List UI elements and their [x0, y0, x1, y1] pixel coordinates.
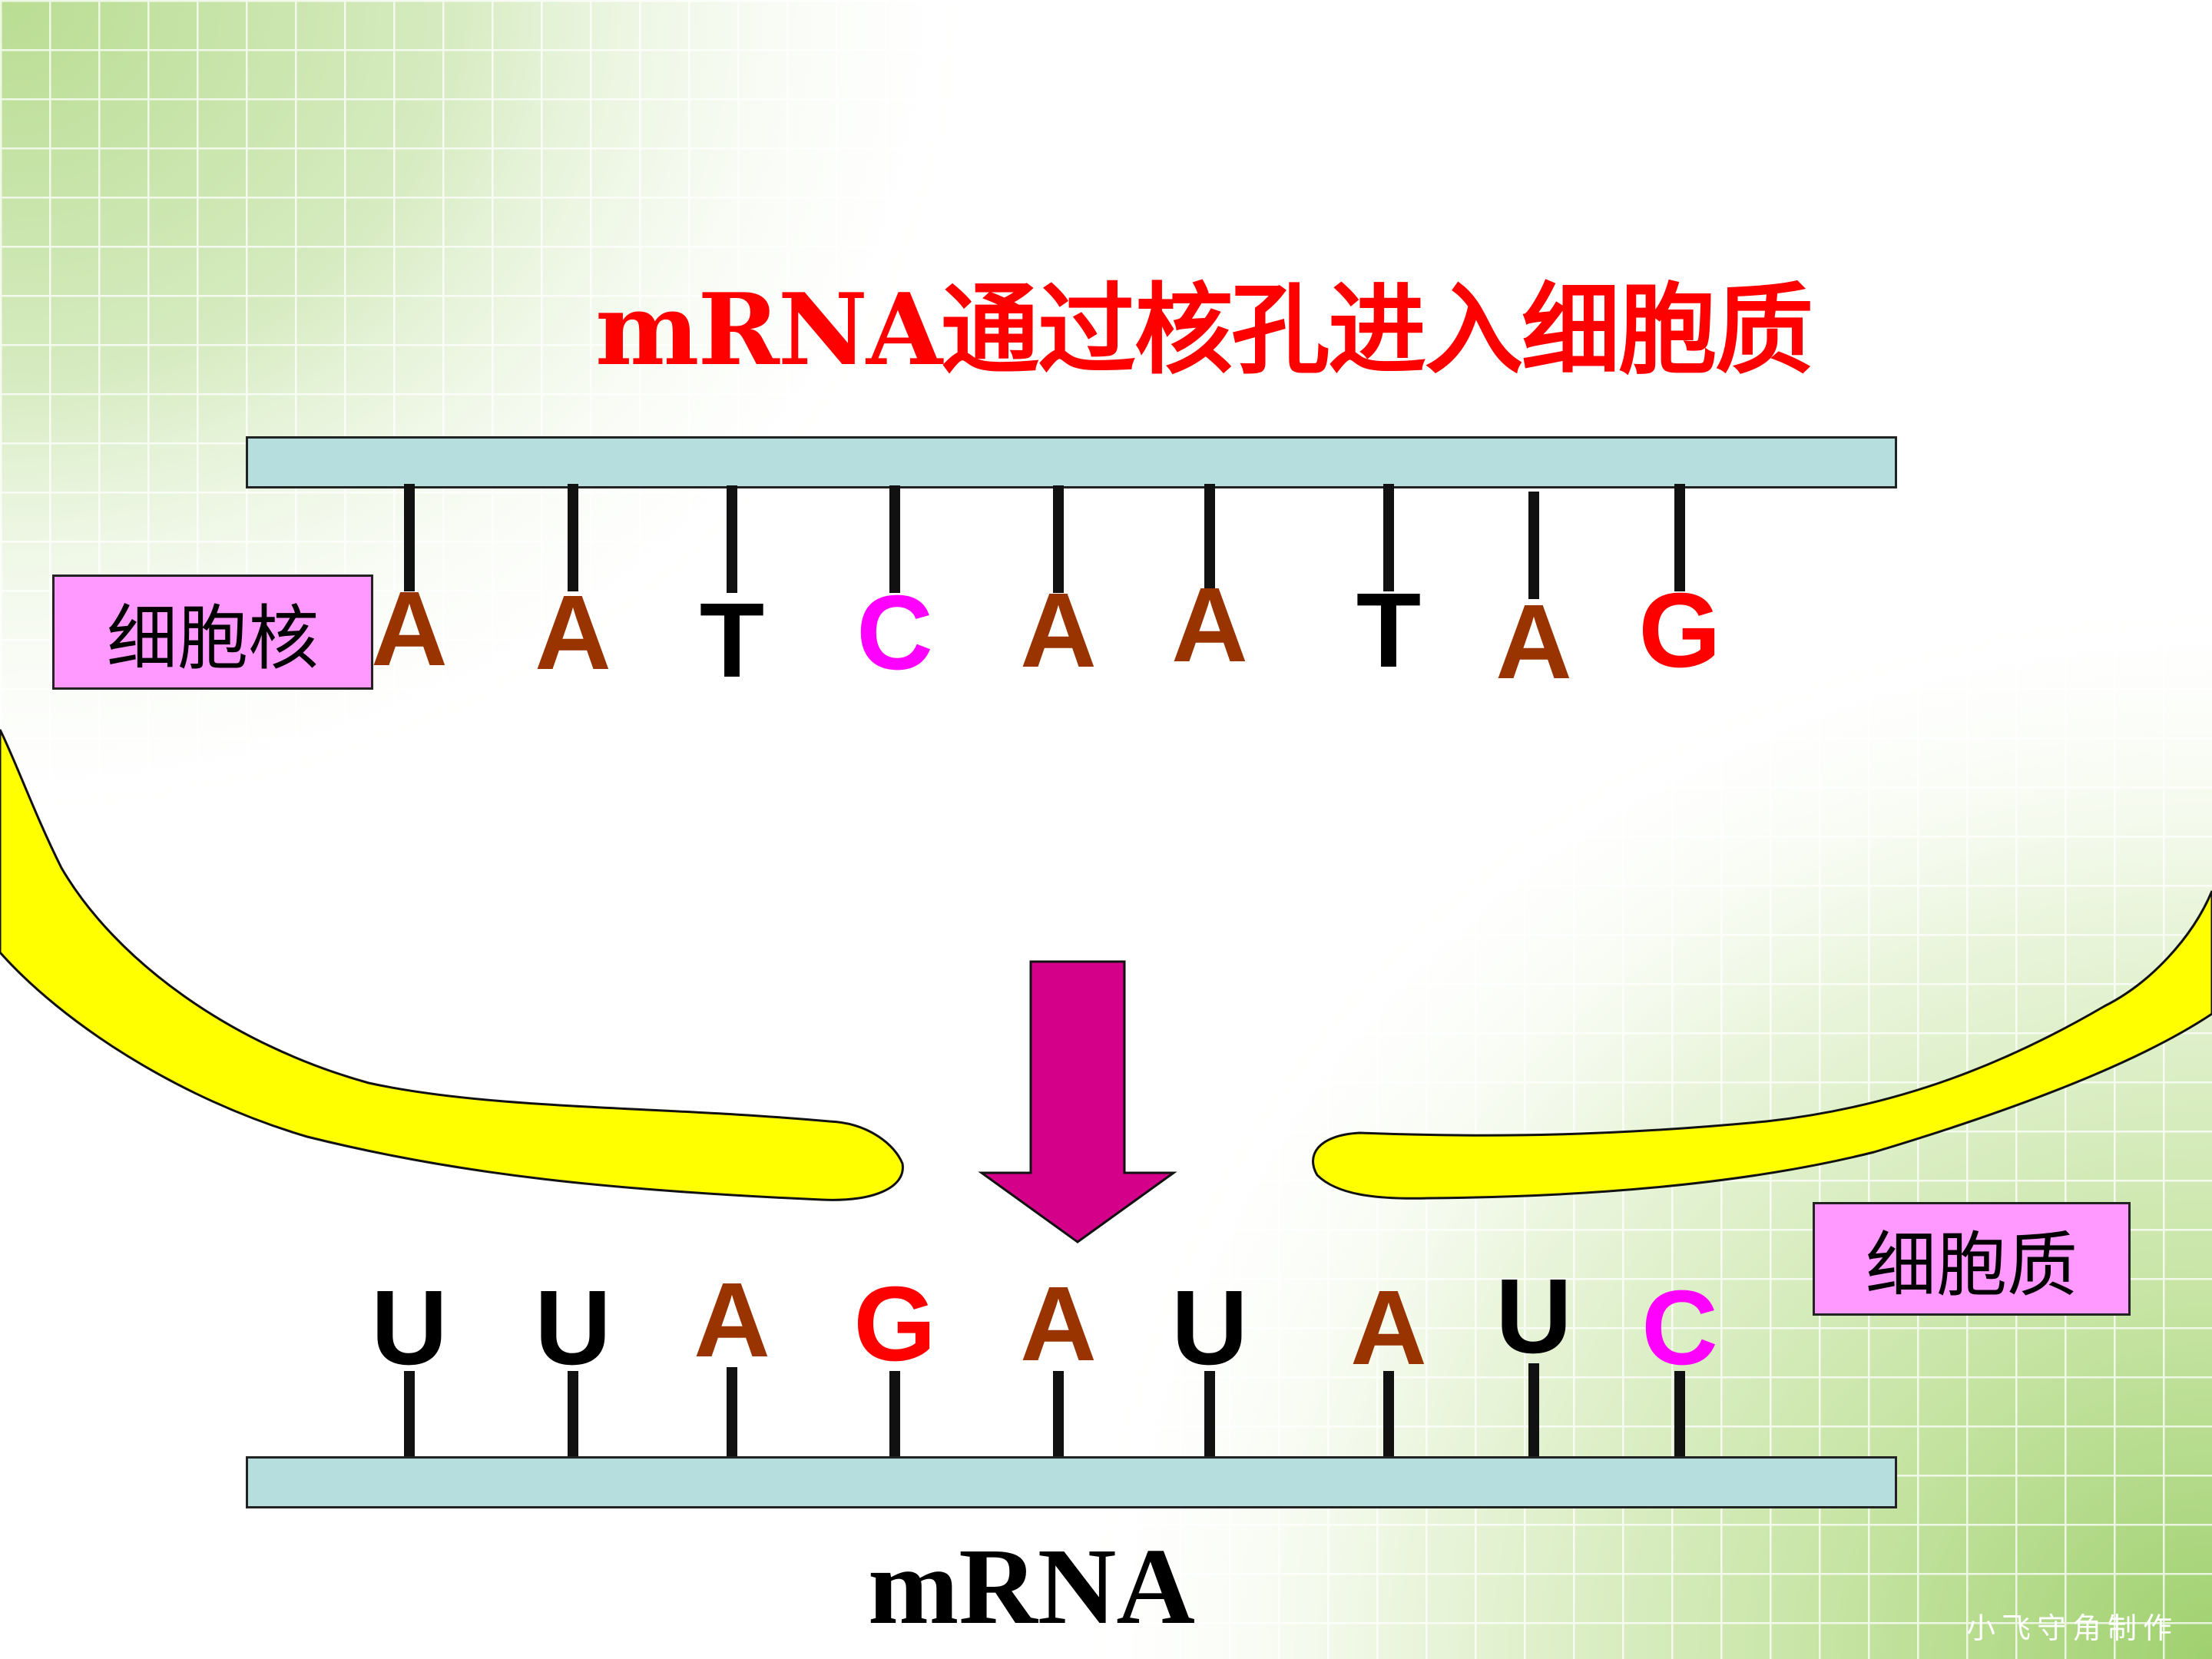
cytoplasm-label: 细胞质 [1813, 1202, 2131, 1316]
mrna-base: A [694, 1261, 770, 1379]
mrna-backbone [246, 1456, 1897, 1508]
mrna-base: G [853, 1265, 936, 1383]
dna-base: C [856, 574, 933, 692]
dna-bond-line [727, 485, 737, 593]
mrna-base: C [1641, 1269, 1718, 1387]
dna-bond-line [1674, 484, 1685, 591]
mrna-base: U [1171, 1269, 1248, 1387]
mrna-bond-line [1528, 1363, 1539, 1459]
dna-bond-line [568, 484, 578, 591]
mrna-base: U [1495, 1257, 1572, 1376]
mrna-bond-line [568, 1371, 578, 1459]
nucleus-label: 细胞核 [52, 575, 373, 690]
dna-bond-line [889, 485, 900, 593]
mrna-bond-line [727, 1367, 737, 1459]
dna-base: A [1171, 566, 1248, 684]
dna-bond-line [1528, 492, 1539, 599]
dna-base: A [535, 574, 611, 692]
dna-base: A [1495, 583, 1572, 701]
dna-bond-line [1053, 485, 1064, 593]
nucleus-label-text: 细胞核 [106, 597, 319, 680]
dna-base: A [1020, 571, 1097, 690]
dna-bond-line [1383, 484, 1394, 591]
mrna-bond-line [404, 1371, 415, 1459]
mrna-bond-line [1204, 1371, 1215, 1459]
mrna-bond-line [1053, 1371, 1064, 1459]
dna-base: T [1356, 571, 1422, 690]
mrna-bond-line [1674, 1371, 1685, 1459]
nuclear-membrane-left [0, 729, 904, 1201]
dna-base: A [371, 570, 448, 688]
mrna-base: U [535, 1269, 611, 1387]
mrna-label: mRNA [868, 1525, 1195, 1647]
mrna-bond-line [1383, 1371, 1394, 1459]
mrna-base: A [1350, 1269, 1427, 1387]
cytoplasm-label-text: 细胞质 [1865, 1224, 2078, 1306]
nuclear-membrane-right [1312, 890, 2212, 1200]
dna-bond-line [1204, 484, 1215, 591]
mrna-base: A [1020, 1265, 1097, 1383]
dna-base: G [1638, 571, 1721, 690]
dna-backbone [246, 436, 1897, 488]
slide-title: mRNA通过核孔进入细胞质 [595, 273, 1813, 388]
dna-base: T [699, 581, 765, 700]
mrna-bond-line [889, 1371, 900, 1459]
dna-bond-line [404, 484, 415, 591]
watermark: 小飞守角制作 [1966, 1611, 2179, 1645]
mrna-base: U [371, 1269, 448, 1387]
